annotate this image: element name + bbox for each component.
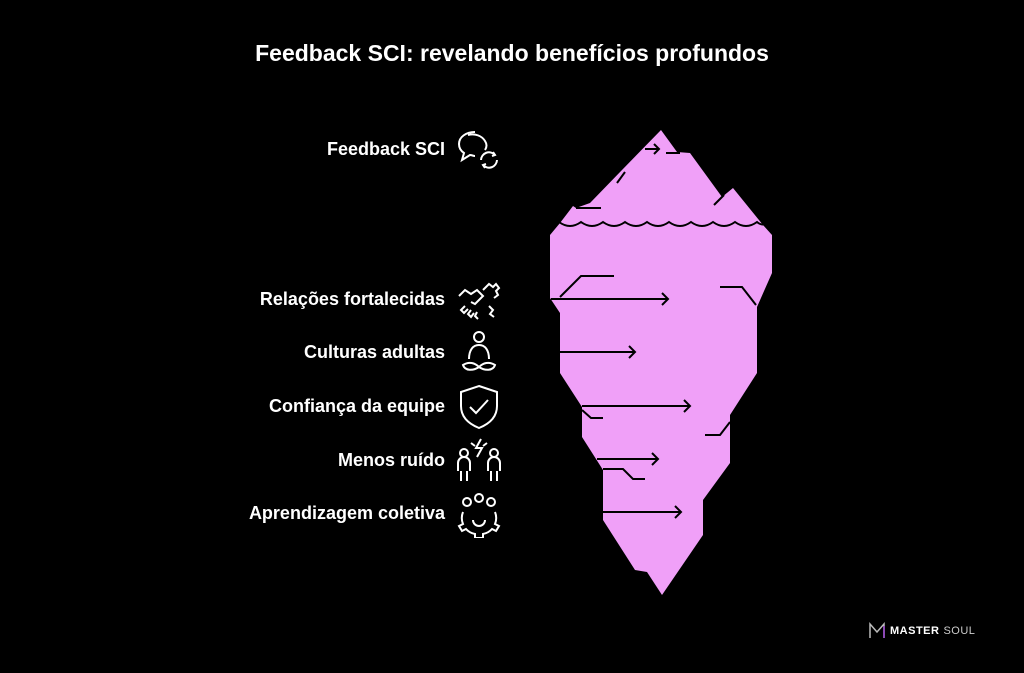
item-label: Aprendizagem coletiva [248, 503, 445, 523]
label-culturas: Culturas adultas [304, 342, 445, 363]
item-label: Menos ruído [338, 450, 445, 470]
meditating-person-icon [461, 331, 497, 371]
chat-refresh-icon [457, 131, 498, 169]
item-label: Relações fortalecidas [259, 289, 445, 309]
item-label: Culturas adultas [303, 342, 445, 362]
shield-check-icon [460, 384, 498, 430]
logo-text-soul: SOUL [943, 625, 976, 637]
iceberg-shape [550, 130, 772, 595]
label-confianca: Confiança da equipe [269, 396, 445, 417]
handshake-gear-icon [458, 282, 501, 320]
label-relacoes: Relações fortalecidas [260, 289, 445, 310]
people-conflict-icon [457, 438, 501, 481]
label-menos-ruido: Menos ruído [338, 450, 445, 471]
page-title: Feedback SCI: revelando benefícios profu… [255, 40, 769, 66]
iceberg-crack-lines [551, 143, 757, 519]
label-aprendizagem: Aprendizagem coletiva [249, 503, 445, 524]
item-label: Confiança da equipe [268, 396, 445, 416]
label-feedback-sci: Feedback SCI [327, 139, 445, 160]
item-label: Feedback SCI [326, 139, 445, 159]
logo-text-master: MASTER [890, 625, 940, 637]
team-gear-icon [457, 493, 501, 538]
logo-m-icon [869, 622, 885, 638]
waterline [558, 220, 768, 227]
